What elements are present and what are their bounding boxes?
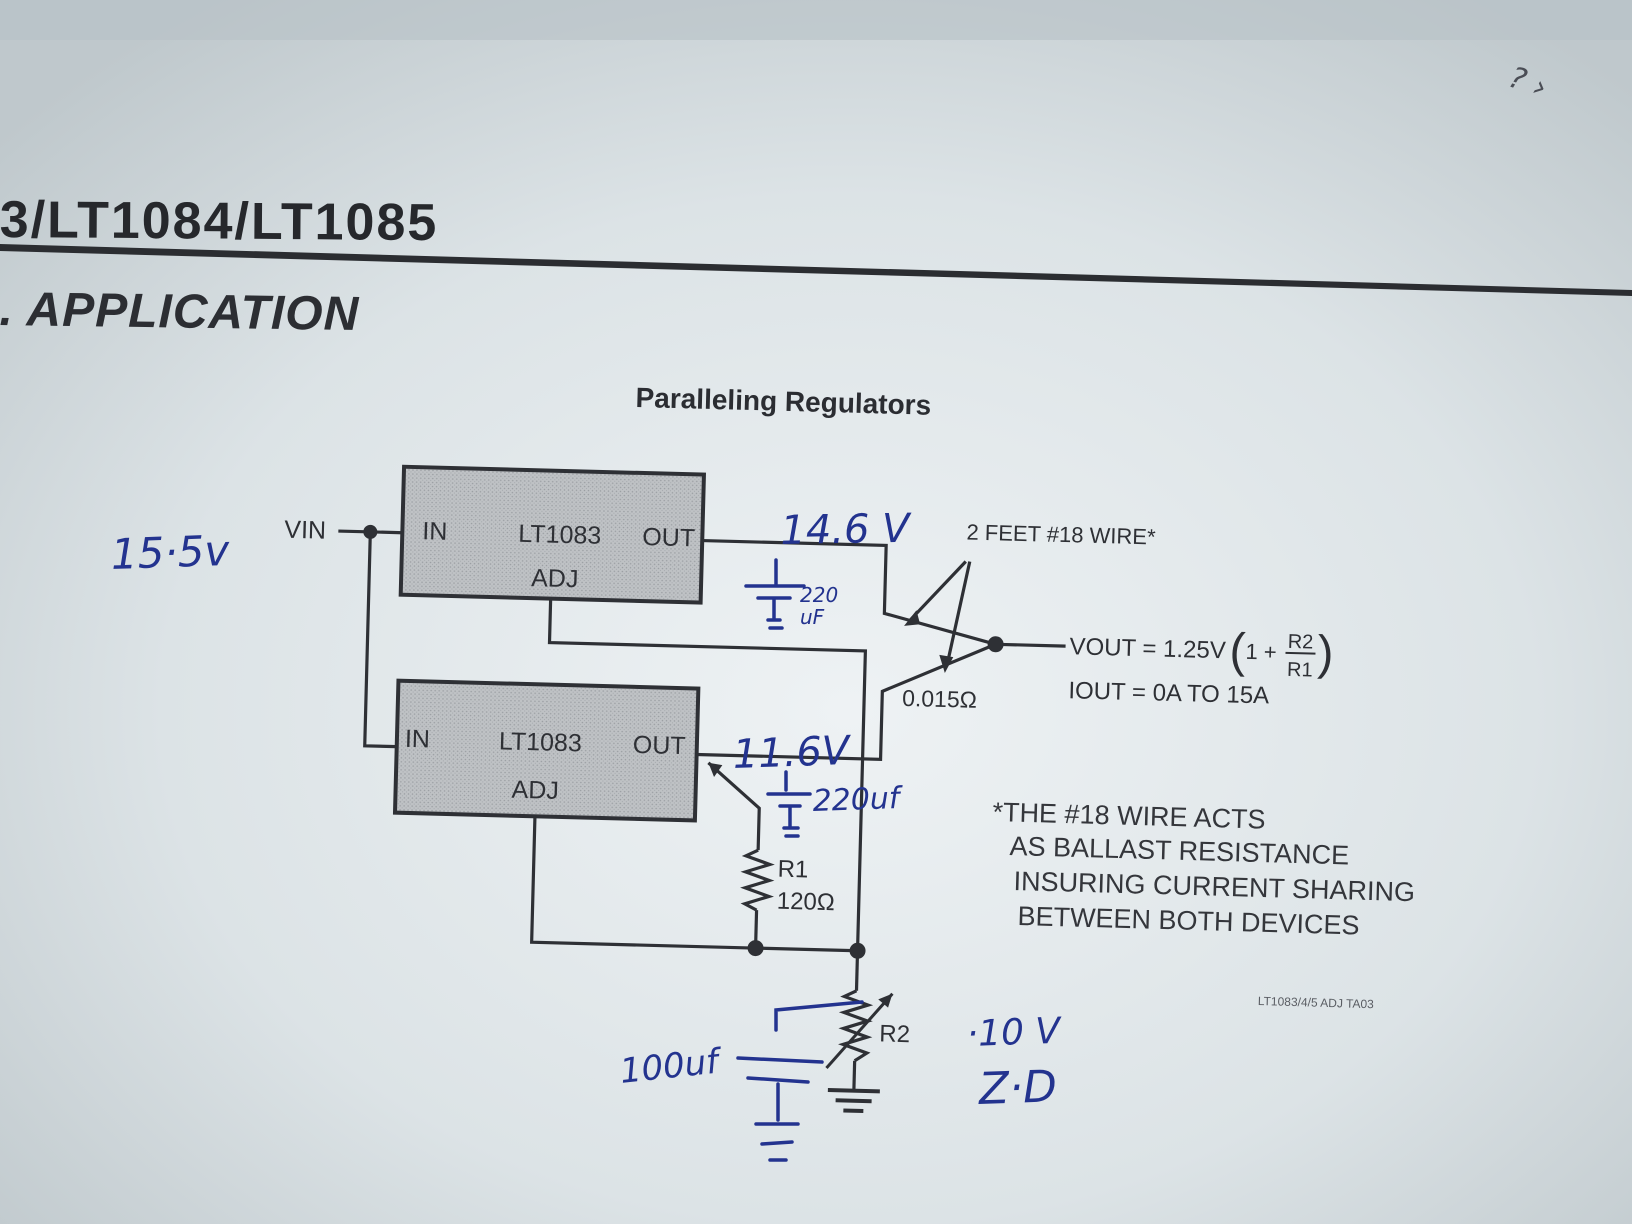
junction-r1 [747,940,764,957]
ground-line-3 [843,1108,864,1113]
resistor-r1 [740,848,775,912]
regulator-bottom: IN LT1083 OUT ADJ [392,678,701,823]
regulator-top: IN LT1083 OUT ADJ [398,464,707,605]
wire-adj-top [547,598,868,951]
handwritten-cap-bottom: 220uf [812,780,901,819]
handwritten-cap-top: 220 uF [800,584,838,628]
pen-cap-adj [736,1000,864,1162]
regulator-top-adj-pin: ADJ [531,564,579,593]
pen-cap-bottom [766,770,812,838]
ground-line-2 [835,1098,872,1104]
vout-lhs: VOUT = 1.25V [1069,633,1226,664]
wire-out-top [702,538,997,646]
vout-close-paren: ) [1317,627,1334,680]
r2-name: R2 [879,1020,910,1048]
header-rule [0,244,1632,296]
ground-symbol [827,1088,880,1113]
r2-variable-arrow [825,992,894,1070]
resistance-label: 0.015Ω [902,685,977,713]
handwritten-vin-voltage: 15·5v [110,525,231,579]
junction-r2 [849,942,866,959]
handwritten-out-top-voltage: 14.6 V [780,505,910,554]
vout-formula: VOUT = 1.25V ( 1 + R2 R1 ) [1069,624,1334,682]
r1-wiper-arrow [708,762,723,777]
regulator-top-in-pin: IN [422,517,448,546]
wire-vout [995,642,1066,648]
regulator-bottom-part: LT1083 [499,727,583,757]
wire-r1-top [707,761,761,851]
r2-variable-arrowhead [878,993,893,1008]
regulator-top-out-pin: OUT [642,523,695,552]
regulator-bottom-out-pin: OUT [632,731,685,760]
handwritten-adj-voltage: ·10 V [966,1010,1061,1055]
handwritten-note: Z·D [978,1061,1058,1115]
handwritten-out-bottom-voltage: 11.6V [732,727,850,778]
wire-pointer-arrow-2 [939,654,954,673]
wire-out-bottom [696,642,997,761]
circuit-group: IN LT1083 OUT ADJ IN LT1083 OUT ADJ [284,464,1334,1113]
wire-label-pointer-1 [909,560,967,622]
handwritten-cap-top-value: 220 [800,583,839,607]
wire-adj-bottom [530,816,858,953]
wire-label-pointer-2 [945,561,972,666]
vout-denominator: R1 [1287,659,1313,682]
handwritten-sketches [736,558,864,1162]
iout-label: IOUT = 0A TO 15A [1068,677,1269,709]
regulator-top-part: LT1083 [518,520,602,550]
vout-one-plus: 1 + [1245,639,1277,665]
vout-open-paren: ( [1229,624,1246,677]
ground-line-1 [827,1088,880,1094]
vout-fraction-bar [1285,651,1316,655]
junction-vout [987,636,1004,653]
vin-label: VIN [284,516,326,545]
paper-shadow [0,0,1632,40]
regulator-bottom-in-pin: IN [405,725,431,754]
wire-vin-bottom [363,531,397,749]
junction-dots [363,524,1004,959]
junction-vin [363,524,378,539]
r1-value: 120Ω [776,888,835,917]
pen-cap-top [744,558,806,630]
vout-numerator: R2 [1287,631,1313,654]
wire-pointer-arrow-1 [904,610,921,626]
r1-name: R1 [777,856,808,884]
handwritten-cap-top-unit: uF [800,605,825,629]
wire-r2-bottom [852,1060,857,1091]
resistor-r2 [838,989,874,1063]
circuit-wires [338,529,1066,1091]
wire-label: 2 FEET #18 WIRE* [966,519,1156,549]
regulator-bottom-adj-pin: ADJ [511,776,559,805]
